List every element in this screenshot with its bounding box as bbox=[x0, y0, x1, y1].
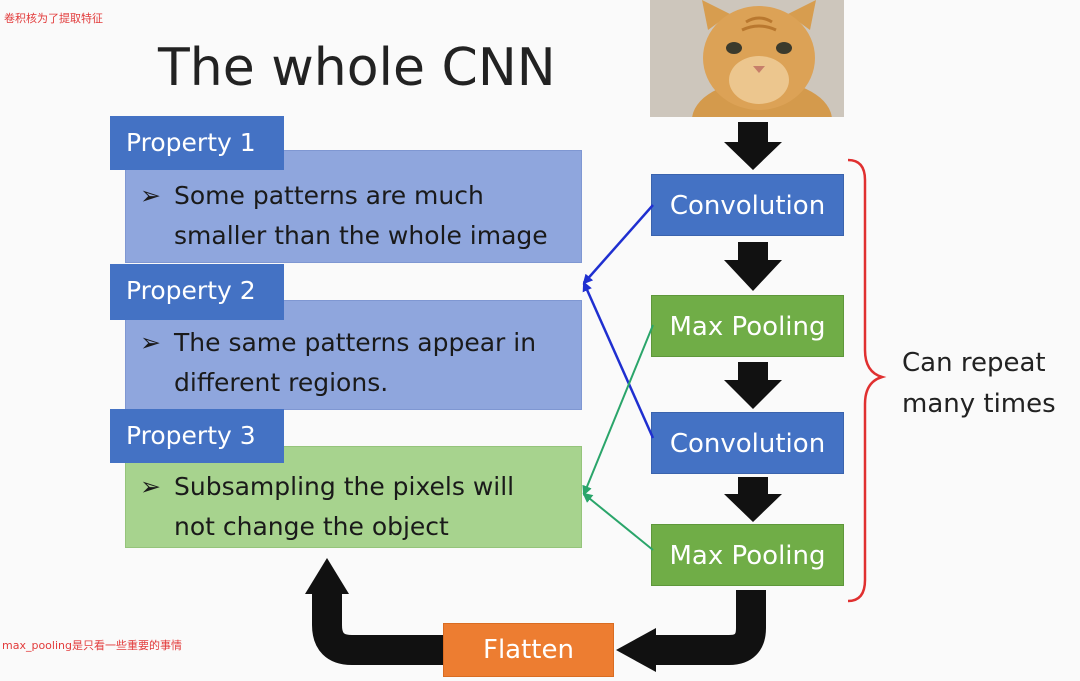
repeat-note-line-1: Can repeat bbox=[902, 348, 1046, 378]
annotation-bottom: max_pooling是只看一些重要的事情 bbox=[2, 639, 182, 652]
property-1-line-1: Some patterns are much bbox=[174, 181, 484, 210]
to-output-arrow-icon bbox=[305, 558, 443, 665]
property-2-tab: Property 2 bbox=[110, 264, 284, 320]
property-1-tab: Property 1 bbox=[110, 116, 284, 170]
annotation-top: 卷积核为了提取特征 bbox=[4, 12, 103, 25]
property-3-line-2: not change the object bbox=[174, 512, 449, 541]
to-flatten-arrow-icon bbox=[616, 590, 766, 672]
convolution-step-2: Convolution bbox=[651, 412, 844, 474]
link-conv2-property2 bbox=[582, 281, 655, 439]
property-1-box: ➢ Some patterns are much smaller than the… bbox=[125, 150, 582, 263]
repeat-note-line-2: many times bbox=[902, 389, 1056, 419]
down-arrow-icon bbox=[724, 122, 782, 170]
bullet-arrow-icon: ➢ bbox=[140, 181, 161, 210]
max-pooling-step-1: Max Pooling bbox=[651, 295, 844, 357]
max-pooling-step-2: Max Pooling bbox=[651, 524, 844, 586]
property-3-line-1: Subsampling the pixels will bbox=[174, 472, 515, 501]
link-pool2-property3 bbox=[582, 492, 654, 551]
repeat-note: Can repeat many times bbox=[902, 343, 1056, 425]
property-2-line-1: The same patterns appear in bbox=[174, 328, 537, 357]
down-arrow-icon bbox=[724, 242, 782, 291]
flatten-step: Flatten bbox=[443, 623, 614, 677]
bullet-arrow-icon: ➢ bbox=[140, 472, 161, 501]
property-2-text: ➢ The same patterns appear in different r… bbox=[140, 323, 580, 403]
convolution-step-1: Convolution bbox=[651, 174, 844, 236]
property-1-text: ➢ Some patterns are much smaller than the… bbox=[140, 176, 580, 256]
property-3-tab: Property 3 bbox=[110, 409, 284, 463]
kitten-illustration bbox=[650, 0, 844, 117]
property-3-box: ➢ Subsampling the pixels will not change … bbox=[125, 446, 582, 548]
slide-title: The whole CNN bbox=[158, 38, 556, 98]
bullet-arrow-icon: ➢ bbox=[140, 328, 161, 357]
down-arrow-icon bbox=[724, 477, 782, 522]
property-3-text: ➢ Subsampling the pixels will not change … bbox=[140, 467, 580, 547]
link-conv1-property1 bbox=[582, 204, 654, 285]
kitten-image bbox=[650, 0, 844, 117]
property-2-line-2: different regions. bbox=[174, 368, 389, 397]
property-1-line-2: smaller than the whole image bbox=[174, 221, 548, 250]
repeat-brace-icon bbox=[847, 158, 887, 603]
down-arrow-icon bbox=[724, 362, 782, 409]
link-pool1-property3 bbox=[582, 324, 654, 496]
